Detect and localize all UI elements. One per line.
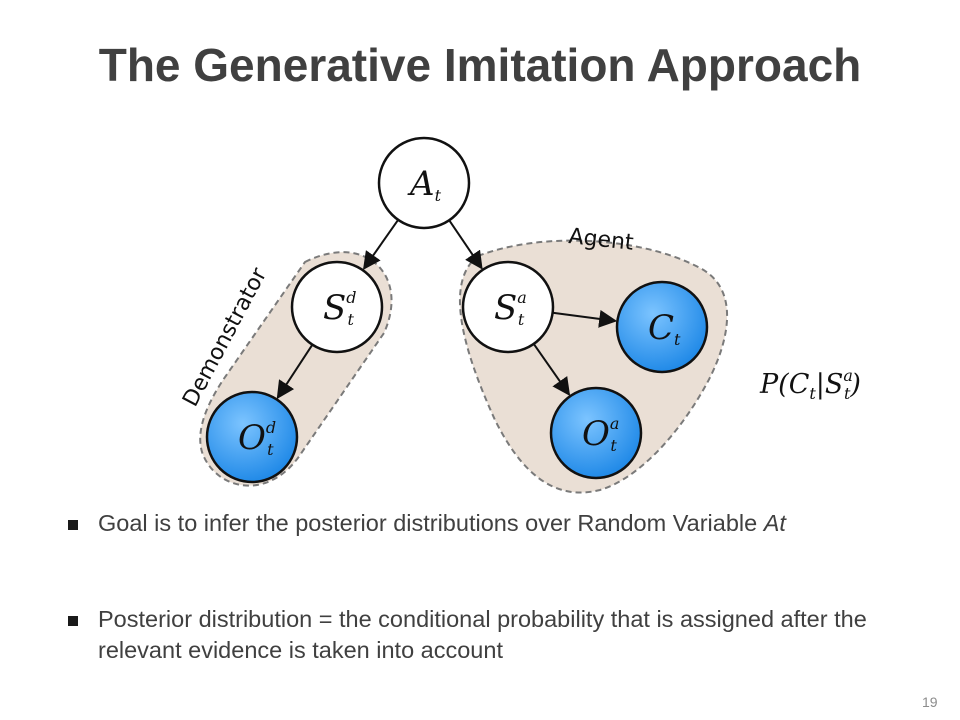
latent-node-circle [461,260,555,354]
bullet-square-icon [68,520,78,530]
node-Ca: Ct [615,280,709,374]
bullet-item-posterior: Posterior distribution = the conditional… [68,604,928,666]
edge-A-to-Sd [362,219,399,270]
bullet-text: Goal is to infer the posterior distribut… [98,510,764,536]
bullet-emphasis: At [763,510,786,536]
bullet-list: Goal is to infer the posterior distribut… [68,508,928,666]
edge-Sd-to-Od [276,344,314,400]
page-number: 19 [922,694,938,710]
edge-Sa-to-Ca [552,309,618,328]
bullet-square-icon [68,616,78,626]
node-label: At [407,164,442,205]
latent-node-circle [377,136,471,230]
edge-A-to-Sa [448,219,483,270]
edge-Sa-to-Oa [532,343,571,396]
latent-node-circle [290,260,384,354]
bullet-item-goal: Goal is to infer the posterior distribut… [68,508,928,539]
edges-layer [276,219,618,400]
slide-title: The Generative Imitation Approach [98,39,862,91]
node-label: Ct [648,308,681,349]
node-A: At [377,136,471,230]
observed-node-circle [205,390,299,484]
observed-node-circle [549,386,643,480]
observed-node-circle [615,280,709,374]
bullet-text: Posterior distribution = the conditional… [98,606,867,663]
